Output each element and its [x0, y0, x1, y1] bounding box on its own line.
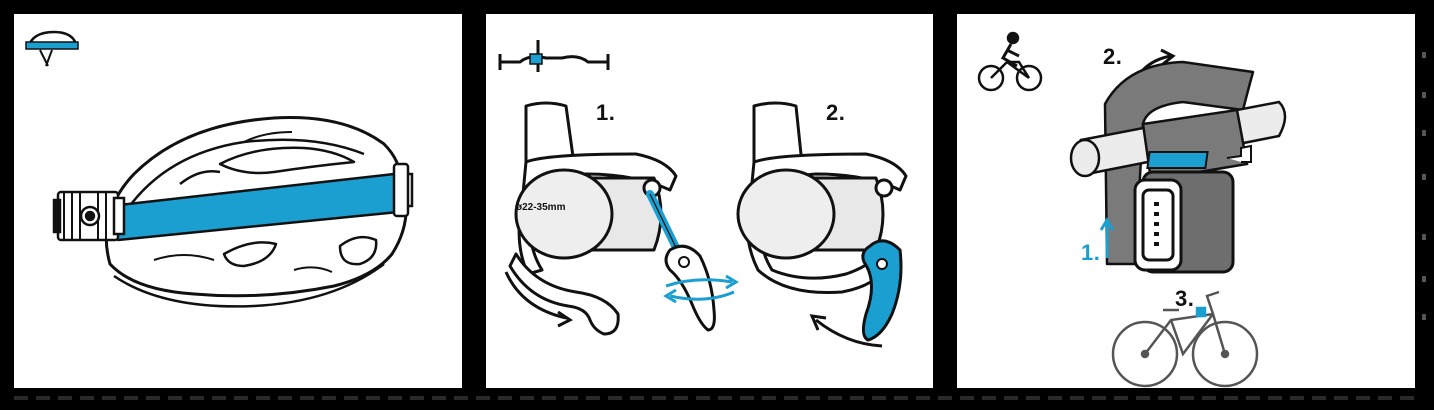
step-2-label: 2.: [826, 100, 846, 125]
bottom-strip: [14, 396, 1414, 400]
diameter-label: ø22-35mm: [516, 202, 566, 213]
rotate-arrow-icon: [663, 274, 739, 304]
lock-direction-arrow-icon: [809, 314, 883, 348]
step-3-label: 3.: [1175, 286, 1195, 311]
clamp-lever-closed: [861, 239, 903, 342]
light-mount: [1146, 144, 1252, 169]
strap-buckle: [392, 162, 414, 218]
headlight-unit: [52, 190, 126, 242]
handlebar-mount-panel: 1. 2. ø22-35mm: [486, 14, 933, 388]
strap-illustration: [977, 31, 1287, 388]
handlebar-icon: [498, 40, 610, 72]
helmet-illustration: [25, 30, 414, 308]
clamp-illustration: [498, 40, 908, 348]
bicycle-icon: [1111, 290, 1259, 388]
edge-marks: [1418, 14, 1434, 388]
bike-light: [1133, 170, 1235, 274]
helmet-icon: [25, 30, 79, 67]
mount-strap: [1103, 60, 1255, 266]
bike-strap-panel: 2. 1. 3.: [957, 14, 1415, 388]
slide-up-arrow-icon: [1099, 217, 1115, 258]
step-1-label: 1.: [596, 100, 616, 125]
clamp-open: [508, 101, 678, 336]
helmet-mount-panel: [14, 14, 462, 388]
close-direction-arrow-icon: [504, 271, 573, 328]
step-2-label: 2.: [1103, 44, 1123, 69]
cyclist-icon: [977, 31, 1043, 92]
clamp-lever-open: [646, 190, 716, 332]
step-1-label: 1.: [1081, 240, 1101, 265]
